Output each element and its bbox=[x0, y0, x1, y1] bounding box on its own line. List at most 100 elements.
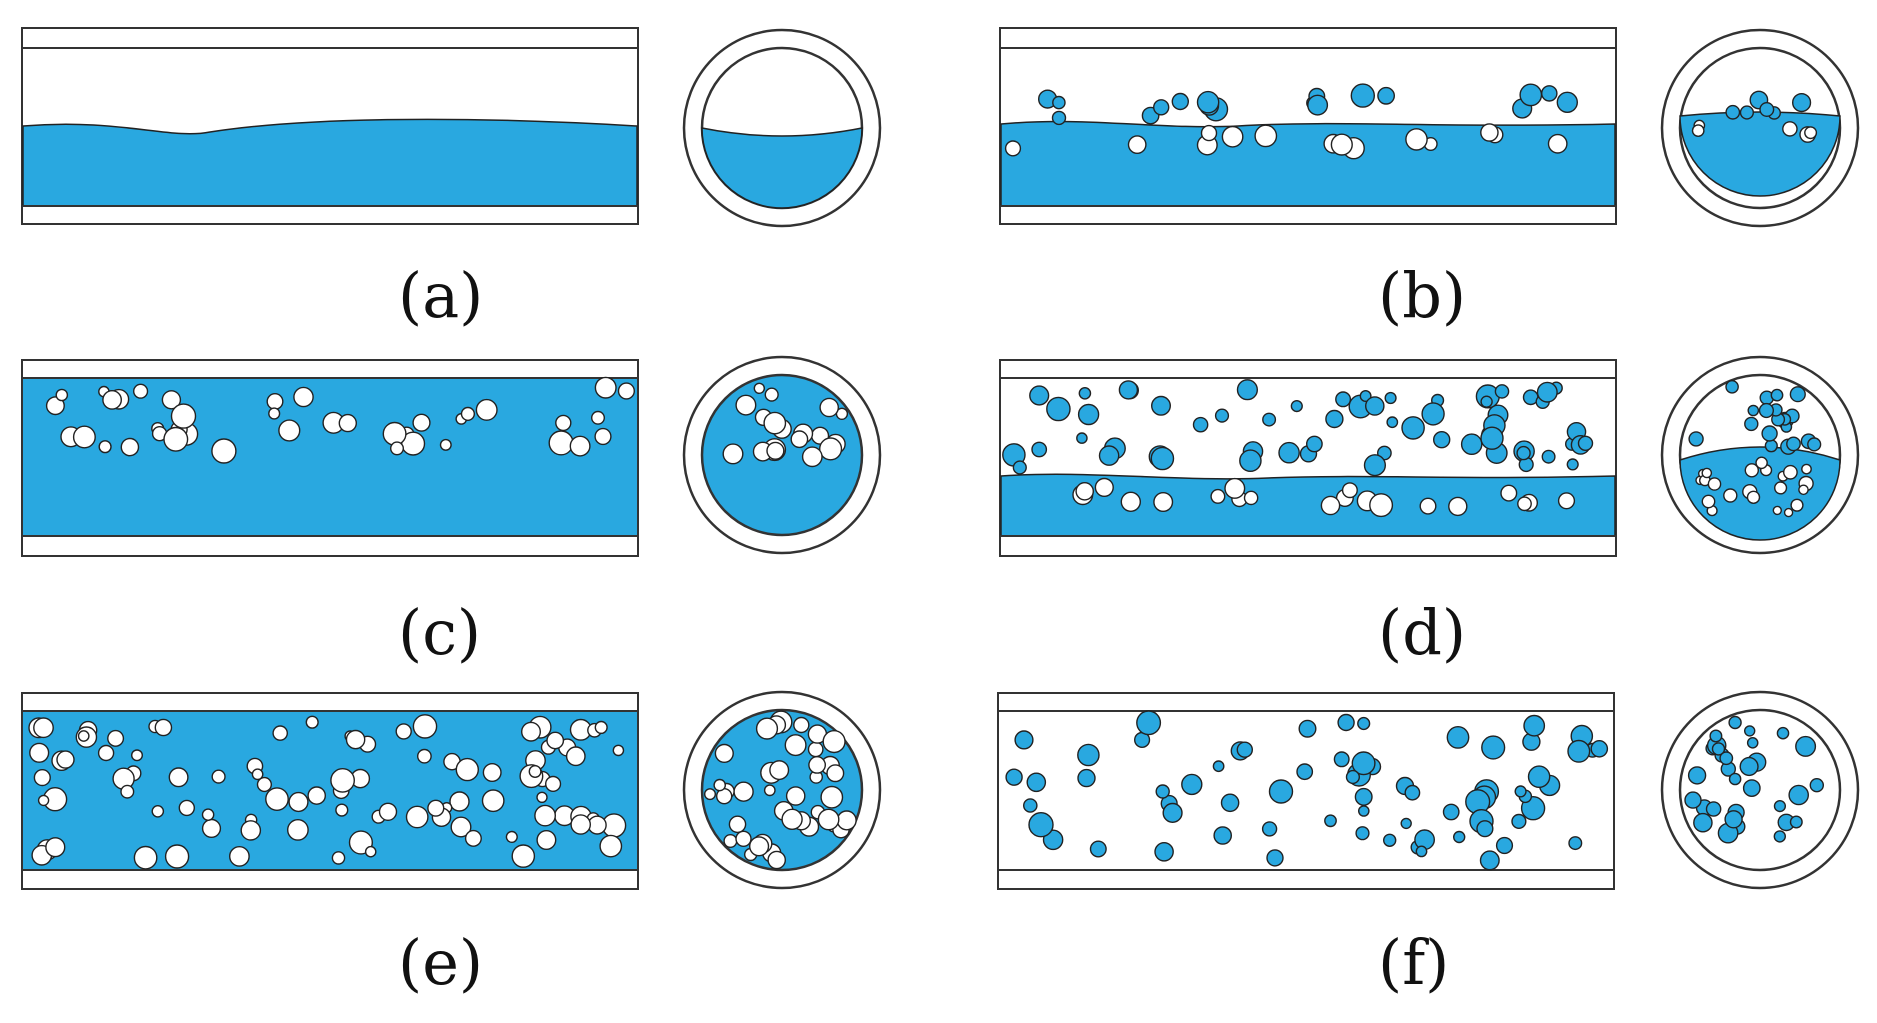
liquid-droplet bbox=[1377, 86, 1395, 105]
gas-bubble bbox=[1783, 464, 1798, 480]
droplet-layer-b bbox=[1037, 83, 1578, 126]
gas-bubble bbox=[405, 805, 429, 829]
gas-bubble bbox=[1341, 482, 1358, 499]
gas-bubble bbox=[240, 820, 262, 841]
gas-bubble bbox=[617, 382, 636, 400]
gas-bubble bbox=[1500, 484, 1518, 502]
liquid-droplet bbox=[1415, 845, 1428, 858]
gas-bubble bbox=[755, 717, 779, 740]
gas-bubble bbox=[330, 768, 355, 793]
gas-bubble bbox=[722, 443, 744, 465]
pipe-cross-section-f bbox=[1660, 690, 1860, 890]
liquid-droplet bbox=[1154, 841, 1174, 862]
liquid-droplet bbox=[1136, 710, 1162, 736]
liquid-droplet bbox=[1687, 766, 1707, 785]
pipe-longitudinal-c bbox=[21, 359, 639, 557]
gas-bubble bbox=[591, 410, 606, 425]
liquid-droplet bbox=[1236, 379, 1258, 401]
gas-bubble bbox=[555, 414, 572, 432]
gas-bubble bbox=[481, 789, 505, 813]
gas-bubble bbox=[784, 734, 807, 757]
liquid-droplet bbox=[1739, 105, 1755, 120]
gas-bubble bbox=[767, 850, 787, 870]
panel-d-graphic bbox=[999, 355, 1860, 557]
liquid-droplet bbox=[1460, 433, 1483, 455]
pipe-longitudinal-b bbox=[999, 27, 1617, 225]
liquid-droplet bbox=[1333, 751, 1350, 768]
gas-bubble bbox=[544, 775, 562, 793]
liquid-droplet bbox=[1239, 449, 1262, 472]
liquid-droplet bbox=[1052, 95, 1066, 110]
liquid-droplet bbox=[1773, 830, 1786, 843]
panel-e: (e) bbox=[0, 680, 938, 1020]
liquid-droplet bbox=[1480, 395, 1493, 408]
gas-bubble bbox=[1746, 490, 1761, 505]
gas-bubble bbox=[763, 411, 787, 435]
gas-bubble bbox=[33, 717, 54, 739]
gas-bubble bbox=[569, 435, 591, 457]
gas-bubble bbox=[1200, 124, 1218, 142]
liquid-droplet bbox=[1809, 777, 1824, 793]
gas-bubble bbox=[1094, 477, 1114, 497]
droplet-layer-d-section bbox=[1688, 380, 1822, 455]
gas-bubble bbox=[735, 394, 757, 416]
gas-bubble bbox=[534, 804, 556, 827]
gas-bubble bbox=[464, 829, 482, 847]
liquid-droplet bbox=[1077, 743, 1100, 767]
gas-bubble bbox=[1254, 124, 1278, 148]
gas-bubble bbox=[1772, 505, 1782, 516]
liquid-droplet bbox=[1541, 449, 1556, 464]
gas-bubble bbox=[733, 781, 754, 802]
liquid-droplet bbox=[1742, 779, 1761, 798]
gas-bubble bbox=[1557, 492, 1576, 510]
liquid-droplet bbox=[1051, 110, 1067, 126]
gas-bubble bbox=[395, 723, 412, 740]
liquid-droplet bbox=[1705, 801, 1722, 817]
pipe-cross-section-b bbox=[1660, 28, 1860, 228]
bubble-layer-c-section bbox=[722, 382, 849, 468]
liquid-droplet bbox=[1523, 714, 1546, 737]
gas-bubble bbox=[427, 799, 445, 817]
liquid-droplet bbox=[1693, 812, 1713, 833]
liquid-droplet bbox=[1078, 387, 1092, 400]
gas-bubble bbox=[412, 413, 431, 432]
liquid-droplet bbox=[1527, 765, 1551, 788]
gas-bubble bbox=[594, 427, 612, 446]
liquid-droplet bbox=[1345, 769, 1361, 785]
liquid-droplet bbox=[1077, 403, 1100, 426]
gas-bubble bbox=[713, 778, 727, 792]
liquid-droplet bbox=[1519, 83, 1543, 107]
liquid-droplet bbox=[1725, 380, 1739, 394]
gas-bubble bbox=[288, 791, 309, 813]
gas-bubble bbox=[1517, 496, 1532, 512]
gas-bubble bbox=[335, 803, 349, 817]
gas-bubble bbox=[120, 437, 140, 457]
gas-bubble bbox=[201, 818, 222, 838]
gas-bubble bbox=[278, 419, 301, 442]
liquid-droplet bbox=[1364, 396, 1385, 416]
liquid-droplet bbox=[1192, 416, 1209, 433]
liquid-droplet bbox=[1290, 399, 1303, 413]
bubble-layer-e-section bbox=[704, 710, 857, 870]
gas-bubble bbox=[820, 785, 844, 809]
gas-bubble bbox=[382, 421, 407, 446]
pipe-longitudinal-e bbox=[21, 692, 639, 890]
droplet-layer-f bbox=[1005, 710, 1609, 871]
liquid-droplet bbox=[1307, 94, 1329, 116]
gas-bubble bbox=[808, 756, 826, 774]
liquid-droplet bbox=[1357, 805, 1370, 817]
liquid-droplet bbox=[1162, 802, 1183, 823]
liquid-droplet bbox=[1421, 402, 1445, 426]
liquid-droplet bbox=[1747, 404, 1760, 417]
gas-bubble bbox=[1075, 481, 1094, 501]
liquid-droplet bbox=[1590, 740, 1609, 758]
gas-bubble bbox=[338, 413, 357, 433]
gas-bubble bbox=[599, 834, 623, 858]
gas-bubble bbox=[594, 376, 617, 399]
gas-bubble bbox=[769, 760, 790, 781]
gas-bubble bbox=[305, 715, 319, 729]
gas-bubble bbox=[546, 731, 565, 750]
gas-bubble bbox=[1448, 496, 1468, 517]
pipe-cross-section-e bbox=[682, 690, 882, 890]
liquid-droplet bbox=[1014, 730, 1034, 750]
